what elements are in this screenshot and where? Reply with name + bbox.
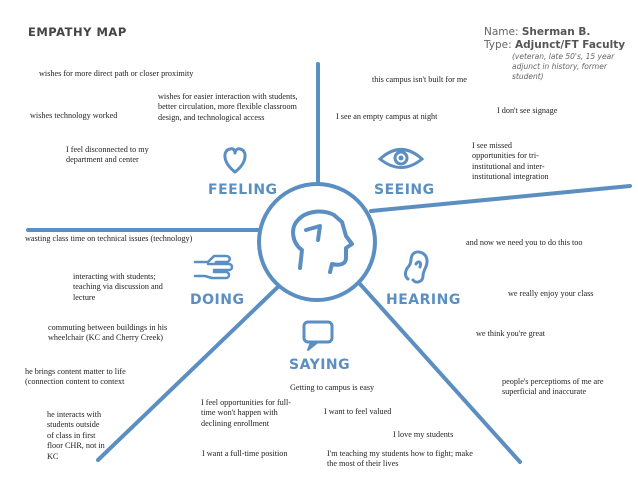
note-saying: I want to feel valued [324, 407, 392, 416]
label-hearing: HEARING [386, 292, 461, 308]
note-feeling: wishes for more direct path or closer pr… [39, 69, 194, 78]
persona-name-value: Sherman B. [521, 26, 591, 38]
label-doing: DOING [190, 292, 245, 308]
persona-name: Name: Sherman B. [484, 26, 590, 39]
page-title: EMPATHY MAP [28, 25, 127, 39]
center-circle [257, 182, 377, 302]
note-doing: wasting class time on technical issues (… [25, 234, 193, 243]
head-profile-icon [291, 209, 354, 274]
note-saying: Getting to campus is easy [290, 383, 375, 392]
ear-icon [404, 250, 429, 284]
note-hearing: and now we need you to do this too [466, 238, 583, 247]
note-seeing: I see an empty campus at night [336, 112, 438, 121]
divider-lower-right [358, 282, 522, 464]
persona-type: Type: Adjunct/FT Faculty [484, 39, 625, 52]
note-doing: he brings content matter to life (connec… [25, 367, 126, 387]
note-seeing: this campus isn't built for me [372, 75, 467, 84]
eye-icon [377, 148, 425, 169]
note-seeing: I don't see signage [497, 106, 558, 115]
persona-type-value: Adjunct/FT Faculty [515, 39, 626, 51]
divider-lower-left [96, 281, 284, 462]
label-seeing: SEEING [374, 182, 435, 198]
persona-name-label: Name: [484, 26, 519, 38]
note-doing: commuting between buildings in his wheel… [48, 323, 168, 343]
note-saying: I want a full-time position [202, 449, 288, 458]
note-feeling: wishes technology worked [30, 111, 118, 120]
speech-bubble-icon [302, 320, 334, 351]
note-hearing: people's perceptioms of me are superfici… [502, 377, 604, 397]
note-feeling: I feel disconnected to my department and… [66, 145, 149, 165]
persona-note: (veteran, late 50's, 15 year adjunct in … [512, 52, 615, 81]
note-seeing: I see missed opportunities for tri-insti… [472, 141, 549, 182]
divider-right [369, 184, 632, 213]
label-saying: SAYING [289, 357, 351, 373]
note-saying: I feel opportunities for full-time won't… [201, 398, 292, 428]
note-doing: he interacts with students outside of cl… [47, 410, 105, 461]
note-feeling: wishes for easier interaction with stude… [158, 92, 298, 122]
label-feeling: FEELING [208, 182, 278, 198]
note-hearing: we really enjoy your class [508, 289, 594, 298]
hand-icon [193, 254, 234, 280]
note-doing: interacting with students; teaching via … [73, 272, 163, 302]
note-saying: I'm teaching my students how to fight; m… [327, 449, 473, 469]
note-saying: I love my students [393, 430, 454, 439]
persona-type-label: Type: [484, 39, 512, 51]
note-hearing: we think you're great [476, 329, 545, 338]
heart-icon [223, 147, 247, 174]
